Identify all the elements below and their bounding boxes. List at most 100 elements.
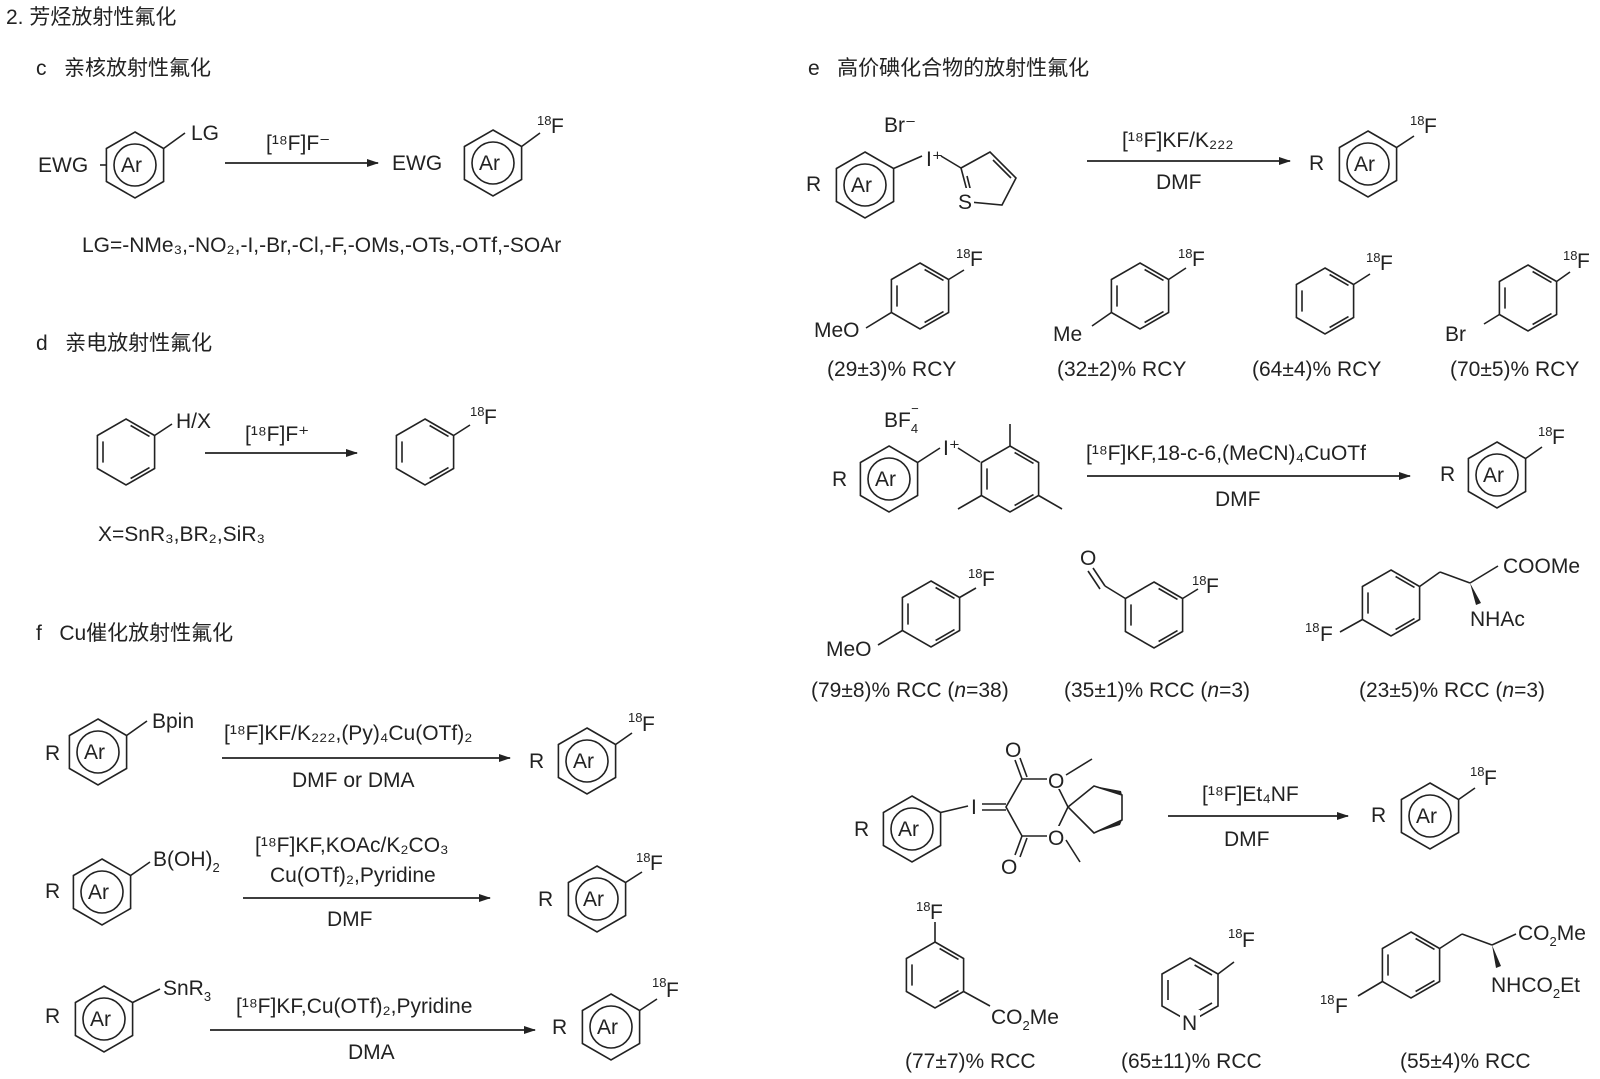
yield: (79±8)% RCC (n=38) (811, 679, 1009, 702)
e-r3-example-benzoate: 18 F CO2Me (77±7)% RCC (905, 899, 1059, 1073)
d-reagent: [¹⁸F]F⁺ (245, 423, 309, 446)
e-r3-reactant: R Ar I O O O O (854, 739, 1123, 879)
sulfur-label: S (958, 191, 972, 214)
lg-label: LG (191, 122, 219, 145)
sup-18: 18 (636, 850, 650, 865)
ar-label: Ar (479, 152, 500, 175)
sup-18: 18 (968, 566, 982, 581)
r-label: R (552, 1016, 567, 1039)
e-r2-reagent: [¹⁸F]KF,18-c-6,(MeCN)₄CuOTf (1086, 442, 1366, 465)
sup-18: 18 (537, 113, 551, 128)
carbamate-label: NHCO2Et (1491, 974, 1580, 1001)
f-r3-solvent: DMA (348, 1041, 395, 1064)
yield: (64±4)% RCY (1252, 358, 1381, 381)
yield: (29±3)% RCY (827, 358, 956, 381)
e-r1-solvent: DMF (1156, 171, 1202, 194)
amide-label: NHAc (1470, 608, 1525, 631)
ar-label: Ar (851, 174, 872, 197)
ar-label: Ar (573, 750, 594, 773)
fluorine-label: F (1320, 623, 1333, 646)
sup-18: 18 (1366, 250, 1380, 265)
nitrogen-label: N (1182, 1012, 1197, 1035)
e-r1-reactant: Br⁻ I⁺ R Ar S (806, 114, 1017, 219)
d-x-note: X=SnR₃,BR₂,SiR₃ (98, 523, 265, 546)
ester-label: CO2Me (1518, 922, 1586, 949)
e-r3-example-pyridine: N 18 F (65±11)% RCC (1121, 926, 1262, 1073)
bromo-label: Br (1445, 323, 1466, 346)
ar-label: Ar (88, 881, 109, 904)
bf4-label: BF4− (884, 401, 919, 436)
iodonium-label: I⁺ (943, 437, 960, 460)
e-r3-product: R Ar 18 F (1371, 764, 1497, 850)
f-r1-product: R Ar 18 F (529, 710, 655, 795)
e-r1-example-methyl: 18 F Me (32±2)% RCY (1053, 246, 1205, 381)
sup-18: 18 (652, 975, 666, 990)
iodine-label: I (971, 796, 977, 819)
sup-18: 18 (1320, 992, 1334, 1007)
section-c-scheme: Ar EWG LG [¹⁸F]F⁻ EWG Ar 18 F LG=-NMe₃,-… (38, 113, 564, 257)
f-r1-solvent: DMF or DMA (292, 769, 415, 792)
e-r3-reagent: [¹⁸F]Et₄NF (1202, 783, 1299, 806)
c-lg-note: LG=-NMe₃,-NO₂,-I,-Br,-Cl,-F,-OMs,-OTs,-O… (82, 234, 561, 257)
methyl-label: Me (1053, 323, 1082, 346)
oxygen-label: O (1080, 547, 1096, 570)
f-r1-reagent: [¹⁸F]KF/K₂₂₂,(Py)₄Cu(OTf)₂ (224, 722, 472, 745)
ar-label: Ar (1416, 805, 1437, 828)
boh2-label: B(OH)2 (153, 848, 220, 875)
sup-18: 18 (1305, 620, 1319, 635)
section-d-title: d 亲电放射性氟化 (36, 332, 212, 355)
section-d-scheme: H/X [¹⁸F]F⁺ 18 F X=SnR₃,BR₂,SiR₃ (96, 404, 497, 546)
e-r2-example-methoxy: 18 F MeO (79±8)% RCC (n=38) (811, 566, 1009, 702)
yield: (23±5)% RCC (n=3) (1359, 679, 1545, 702)
yield: (77±7)% RCC (905, 1050, 1036, 1073)
e-r2-reactant: BF4− I⁺ R Ar (832, 401, 1063, 513)
sup-18: 18 (956, 246, 970, 261)
f-r3-product: R Ar 18 F (552, 975, 679, 1061)
fluorine-label: F (666, 979, 679, 1002)
e-r2-example-tyrosine: 18 F COOMe NHAc (23±5)% RCC (n=3) (1305, 555, 1580, 702)
c-reagent: [¹⁸F]F⁻ (266, 132, 330, 155)
section-f-title: f Cu催化放射性氟化 (36, 622, 233, 645)
r-label: R (1309, 152, 1324, 175)
f-r1-reactant: R Ar Bpin (45, 710, 194, 786)
main-title: 2. 芳烃放射性氟化 (6, 6, 176, 29)
r-label: R (832, 468, 847, 491)
ar-label: Ar (1483, 464, 1504, 487)
f-r2-reagent-line1: [¹⁸F]KF,KOAc/K₂CO₃ (255, 834, 449, 857)
e-r1-reagent: [¹⁸F]KF/K₂₂₂ (1122, 129, 1233, 152)
ar-label: Ar (875, 468, 896, 491)
yield: (32±2)% RCY (1057, 358, 1186, 381)
f-r2-reactant: R Ar B(OH)2 (45, 848, 220, 926)
c-reactant: Ar EWG LG (38, 122, 219, 199)
fluorine-label: F (551, 115, 564, 138)
r-label: R (529, 750, 544, 773)
r-label: R (45, 880, 60, 903)
d-reactant: H/X (96, 410, 211, 486)
f-r2-product: R Ar 18 F (538, 850, 663, 933)
sup-18: 18 (916, 899, 930, 914)
r-label: R (45, 742, 60, 765)
yield: (35±1)% RCC (n=3) (1064, 679, 1250, 702)
sup-18: 18 (1563, 248, 1577, 263)
f-r2-solvent: DMF (327, 908, 373, 931)
ar-label: Ar (597, 1016, 618, 1039)
section-f-scheme: R Ar Bpin [¹⁸F]KF/K₂₂₂,(Py)₄Cu(OTf)₂ DMF… (45, 710, 679, 1064)
oxygen-label: O (1001, 856, 1017, 879)
fluorine-label: F (650, 852, 663, 875)
sup-18: 18 (1178, 246, 1192, 261)
bromide-label: Br⁻ (884, 114, 916, 137)
e-r3-example-tyrosine-carbamate: 18 F CO2Me NHCO2Et (55±4)% RCC (1320, 922, 1586, 1073)
oxygen-label: O (1005, 739, 1021, 762)
yield: (65±11)% RCC (1121, 1050, 1262, 1073)
ar-label: Ar (898, 818, 919, 841)
iodonium-label: I⁺ (926, 148, 943, 171)
bpin-label: Bpin (152, 710, 194, 733)
e-r1-product: R Ar 18 F (1309, 113, 1437, 198)
ar-label: Ar (583, 888, 604, 911)
fluorine-label: F (982, 568, 995, 591)
fluorine-label: F (1577, 250, 1590, 273)
d-product: 18 F (395, 404, 497, 486)
ewg-label: EWG (38, 154, 88, 177)
fluorine-label: F (1206, 575, 1219, 598)
